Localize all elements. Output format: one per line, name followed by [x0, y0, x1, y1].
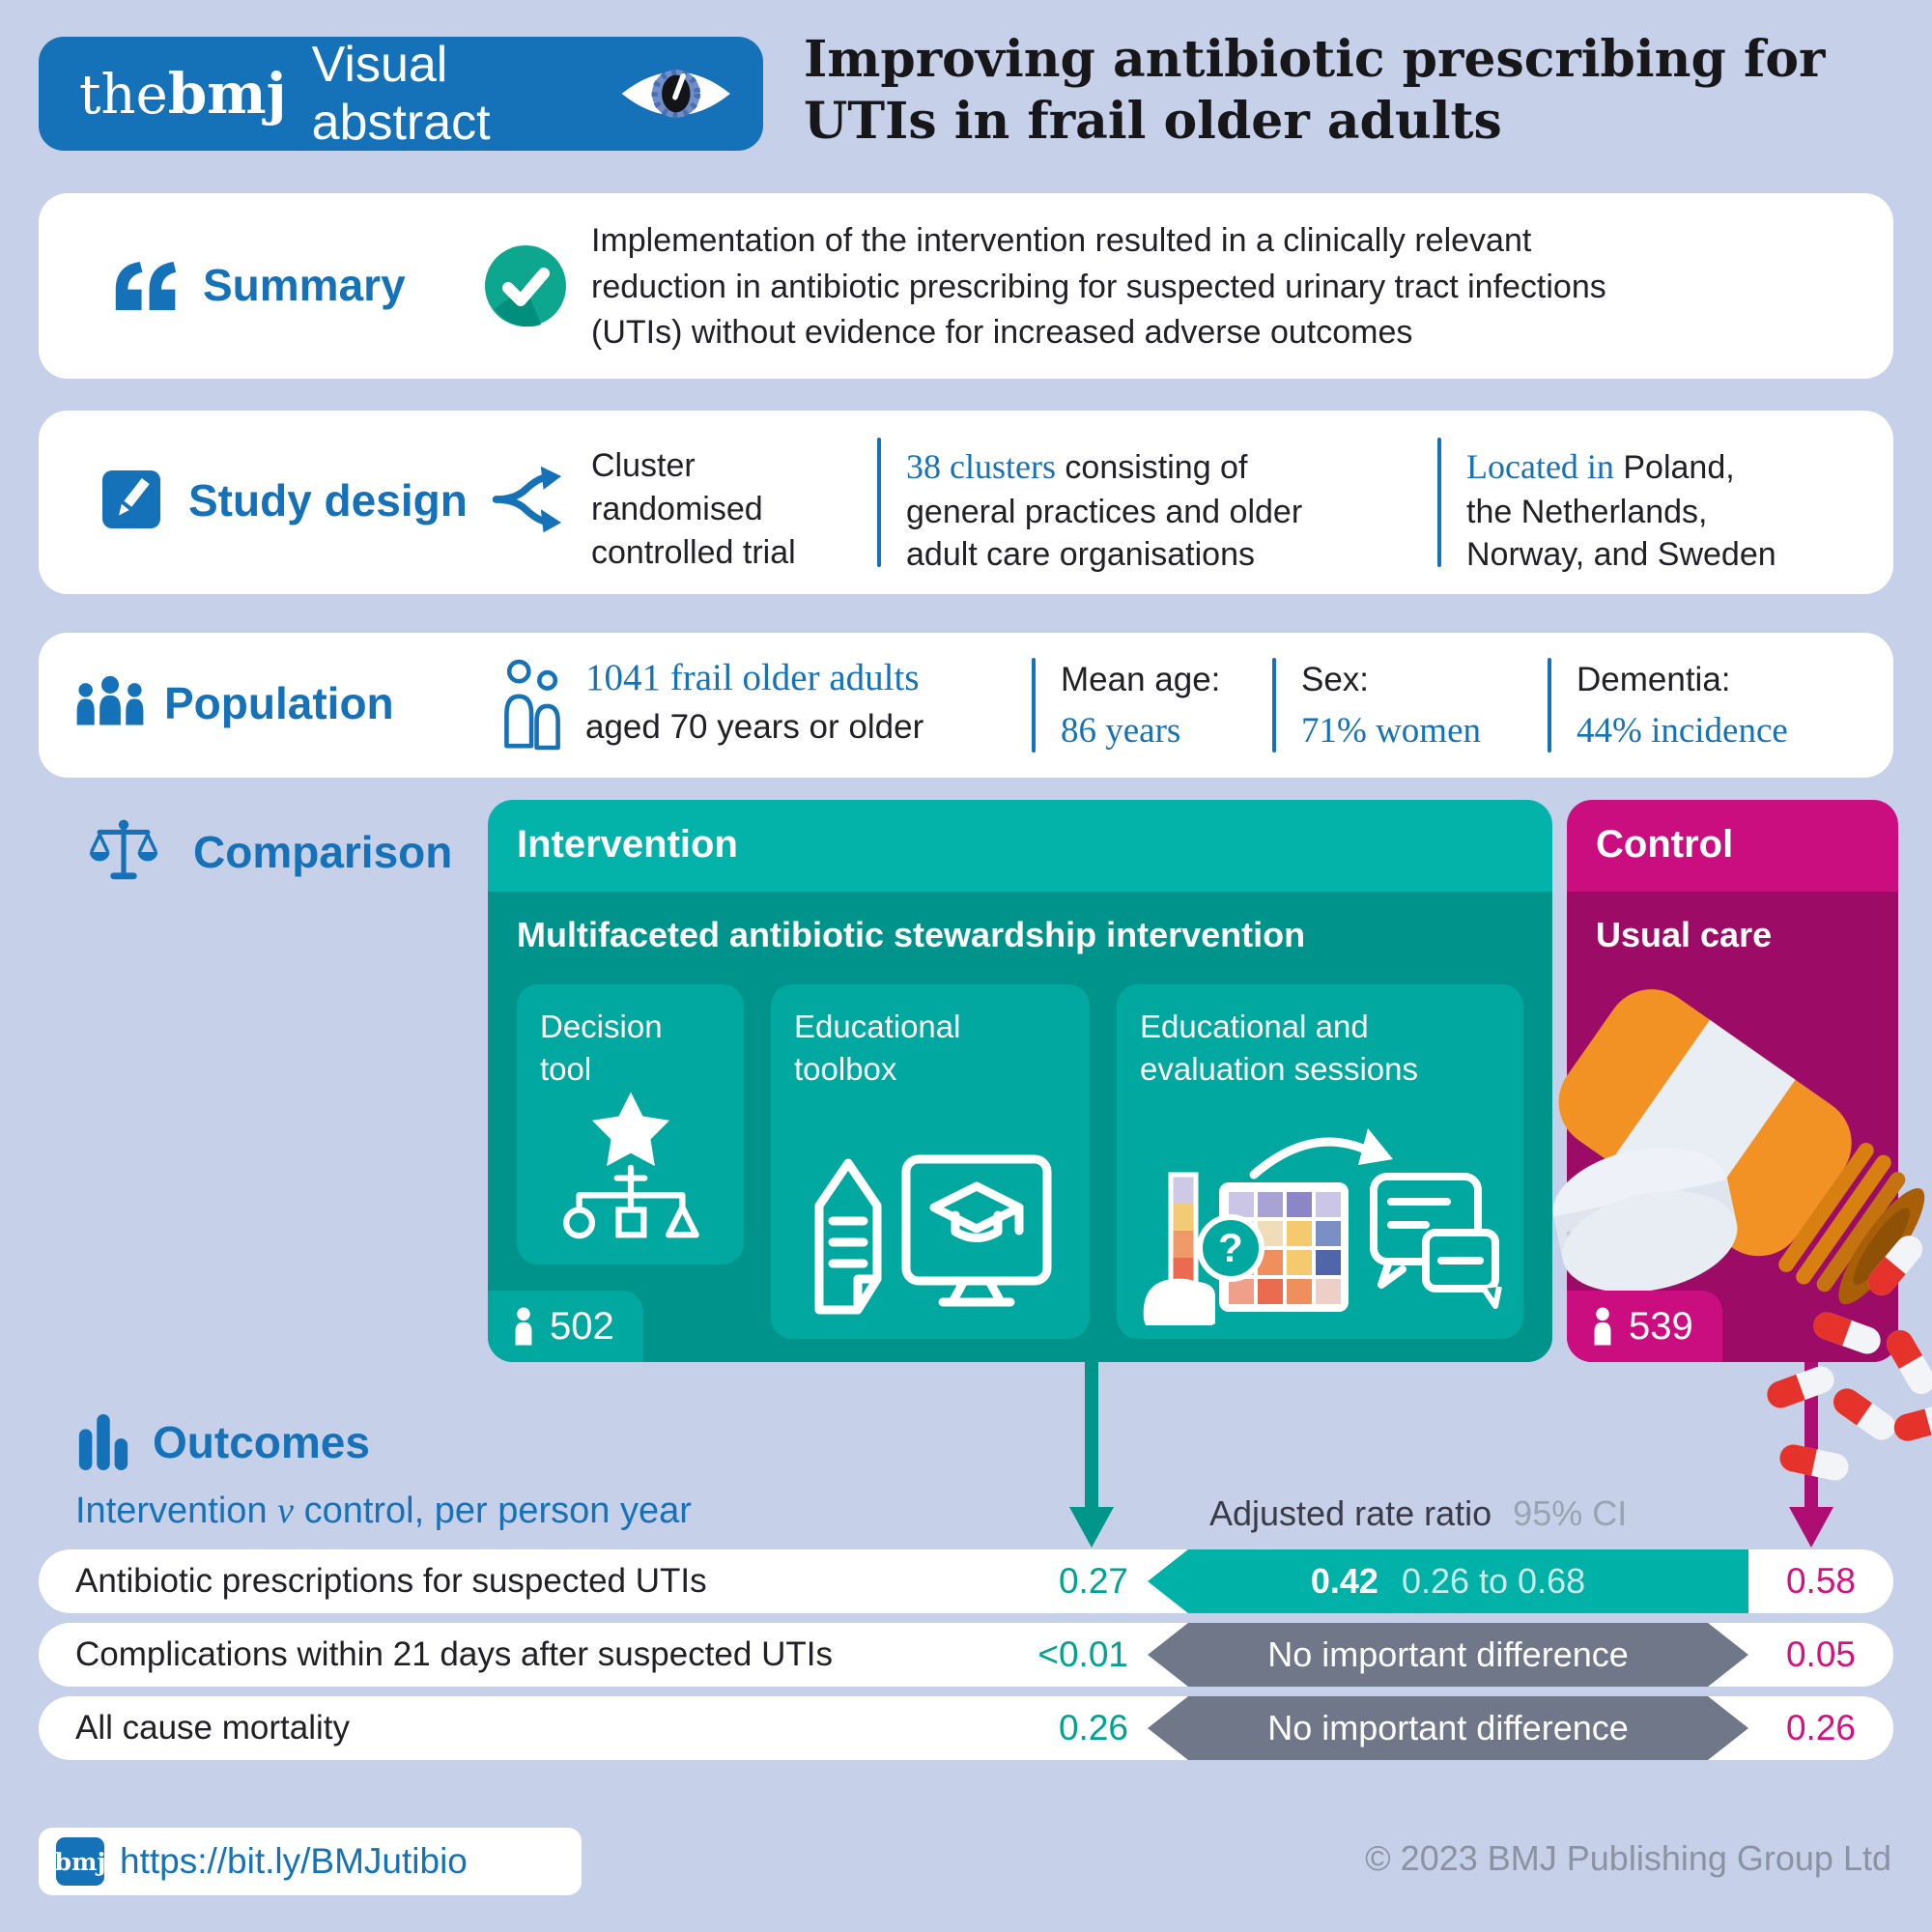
quote-icon [115, 262, 177, 310]
copyright-text: © 2023 BMJ Publishing Group Ltd [1365, 1838, 1891, 1878]
intervention-title: Intervention [517, 823, 738, 866]
document-monitor-icon [814, 1154, 1052, 1315]
session-chart-icon: ? [1143, 1128, 1502, 1325]
ratio-value: 0.42 [1310, 1561, 1378, 1601]
people-icon [76, 675, 144, 725]
summary-label: Summary [203, 260, 406, 310]
stat-mean-age: Mean age: 86 years [1061, 658, 1220, 752]
control-panel: Control Usual care [1552, 800, 1932, 1484]
stat-value: 71% women [1301, 711, 1481, 752]
control-subtitle: Usual care [1596, 915, 1773, 954]
population-count: 1041 frail older adults [585, 657, 920, 698]
subtitle-pre: Intervention [75, 1491, 278, 1531]
stat-label: Dementia: [1577, 661, 1731, 698]
outcome-label: Complications within 21 days after suspe… [75, 1635, 833, 1673]
no-difference-banner: No important difference [1148, 1623, 1748, 1687]
location-highlight: Located in [1466, 447, 1614, 486]
intervention-subtitle: Multifaceted antibiotic stewardship inte… [517, 915, 1306, 954]
ci-header-label: 95% CI [1513, 1493, 1628, 1533]
outcome-row-antibiotic-prescriptions: Antibiotic prescriptions for suspected U… [39, 1549, 1893, 1613]
two-person-outline-icon [504, 659, 560, 751]
stat-label: Sex: [1301, 661, 1370, 698]
control-value: 0.05 [1785, 1634, 1856, 1674]
study-design-section: Study design Cluster randomised controll… [39, 411, 1893, 594]
stat-label: Mean age: [1061, 661, 1221, 698]
person-icon [1594, 1307, 1611, 1346]
visual-abstract-label: Visual abstract [311, 37, 491, 151]
bmj-logo-icon: bmj [55, 1837, 106, 1886]
decision-tree-icon [563, 1092, 699, 1239]
stat-value: 44% incidence [1577, 711, 1788, 752]
outcomes-subtitle: Intervention v control, per person year [75, 1490, 692, 1532]
stat-value: 86 years [1061, 711, 1181, 752]
clusters-rest: consisting of general practices and olde… [906, 449, 1303, 574]
study-design-type: Cluster randomised controlled trial [591, 447, 796, 571]
bottle-cap [1552, 1147, 1738, 1293]
control-value: 0.26 [1785, 1708, 1856, 1747]
intervention-arrow [1069, 1362, 1114, 1548]
outcome-row-complications: Complications within 21 days after suspe… [39, 1623, 1893, 1687]
outcome-label: Antibiotic prescriptions for suspected U… [75, 1562, 707, 1600]
intervention-panel: Intervention Multifaceted antibiotic ste… [488, 800, 1552, 1362]
study-clusters: 38 clusters consisting of general practi… [906, 444, 1360, 577]
control-title: Control [1596, 823, 1734, 866]
card-educational-toolbox: Educational toolbox [771, 984, 1090, 1339]
stat-sex: Sex: 71% women [1301, 658, 1481, 752]
outcome-row-mortality: All cause mortality 0.26 No important di… [39, 1696, 1893, 1760]
page-title: Improving antibiotic prescribing for UTI… [804, 30, 1826, 152]
summary-section: Summary Implementation of the interventi… [39, 193, 1893, 379]
rate-ratio-banner: 0.42 0.26 to 0.68 [1148, 1549, 1748, 1613]
stat-dementia: Dementia: 44% incidence [1577, 658, 1788, 752]
footer-link-pill: bmj https://bit.ly/BMJutibio [39, 1828, 582, 1895]
study-design-label: Study design [188, 475, 468, 526]
clusters-highlight: 38 clusters [906, 447, 1056, 486]
location-rest: Poland, the Netherlands, Norway, and Swe… [1466, 449, 1776, 574]
card-evaluation-sessions: Educational and evaluation sessions [1117, 984, 1523, 1339]
outcomes-label: Outcomes [153, 1417, 370, 1467]
intervention-value: 0.26 [1058, 1708, 1128, 1747]
summary-text: Implementation of the intervention resul… [591, 222, 1606, 352]
bmj-logo-banner: thebmj Visual abstract [39, 37, 763, 151]
intervention-inner: Multifaceted antibiotic stewardship inte… [488, 892, 1552, 1362]
ratio-header-label: Adjusted rate ratio [1209, 1493, 1492, 1533]
check-circle-icon [485, 245, 566, 327]
pill-bottle-illustration [1552, 989, 1932, 1484]
intervention-count-badge: 502 [488, 1291, 643, 1362]
bmj-logo: thebmj [79, 61, 287, 127]
population-label: Population [164, 678, 394, 728]
card-title: Educational and evaluation sessions [1140, 1009, 1419, 1087]
population-age: aged 70 years or older [585, 708, 924, 746]
logo-bmj: bmj [167, 61, 287, 127]
footer-link[interactable]: https://bit.ly/BMJutibio [120, 1841, 468, 1881]
split-arrow-icon [492, 466, 562, 533]
scales-icon [89, 819, 158, 880]
card-title: Decision tool [540, 1009, 663, 1087]
subtitle-post: control, per person year [294, 1491, 692, 1531]
evaluation-grid [1219, 1182, 1349, 1312]
eye-icon [622, 69, 731, 119]
intervention-count: 502 [550, 1304, 614, 1348]
logo-the: the [79, 64, 168, 127]
study-location: Located in Poland, the Netherlands, Norw… [1466, 444, 1785, 577]
ci-value: 0.26 to 0.68 [1401, 1561, 1586, 1601]
bar-chart-icon [78, 1413, 128, 1470]
outcome-label: All cause mortality [75, 1709, 350, 1747]
intervention-value: 0.27 [1058, 1561, 1128, 1601]
intervention-value: <0.01 [1037, 1634, 1128, 1674]
control-count: 539 [1629, 1304, 1693, 1348]
control-count-badge: 539 [1567, 1291, 1722, 1362]
comparison-label: Comparison [193, 827, 453, 877]
person-icon [515, 1307, 532, 1346]
subtitle-v: v [277, 1491, 295, 1531]
control-value: 0.58 [1785, 1561, 1856, 1601]
card-title: Educational toolbox [794, 1009, 961, 1087]
question-mark: ? [1218, 1225, 1243, 1270]
rating-strip [1168, 1172, 1199, 1290]
population-headline: 1041 frail older adults aged 70 years or… [585, 656, 923, 750]
pencil-icon [102, 470, 160, 528]
card-decision-tool: Decision tool [517, 984, 744, 1264]
ratio-header: Adjusted rate ratio 95% CI [1209, 1493, 1627, 1534]
no-difference-banner: No important difference [1148, 1696, 1748, 1760]
population-section: Population 1041 frail older adults aged … [39, 633, 1893, 778]
